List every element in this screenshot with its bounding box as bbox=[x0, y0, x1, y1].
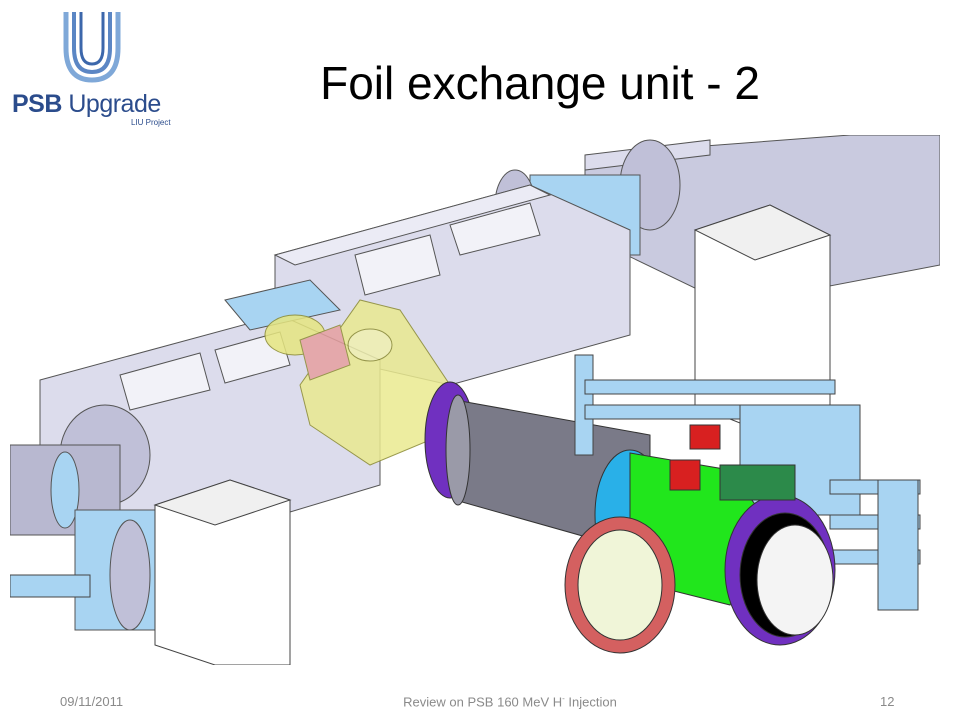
slide-title: Foil exchange unit - 2 bbox=[320, 57, 760, 109]
logo-text: PSB Upgrade bbox=[12, 90, 161, 119]
footer-review-tail: Injection bbox=[564, 694, 617, 710]
front-left-support bbox=[153, 479, 292, 665]
logo-u-mark-icon bbox=[63, 12, 121, 83]
psb-upgrade-logo: PSB Upgrade LIU Project bbox=[8, 8, 173, 130]
front-beam-pipe bbox=[10, 574, 91, 598]
yellow-foil-unit bbox=[264, 299, 451, 466]
red-ring bbox=[564, 516, 676, 654]
logo-text-psb: PSB bbox=[12, 90, 62, 118]
footer-center-text: Review on PSB 160 MeV H- Injection bbox=[360, 694, 660, 709]
logo-subtext: LIU Project bbox=[131, 118, 171, 127]
right-tall-support bbox=[693, 204, 832, 436]
footer-review-text: Review on PSB 160 MeV H bbox=[403, 694, 563, 710]
vacuum-tank bbox=[594, 424, 836, 646]
footer-superscript: - bbox=[562, 694, 565, 703]
left-magnet bbox=[10, 314, 381, 631]
beam-pipe-segment bbox=[224, 279, 341, 331]
logo-text-upgrade: Upgrade bbox=[68, 90, 161, 118]
footer-date: 09/11/2011 bbox=[60, 694, 124, 709]
page-number: 12 bbox=[880, 694, 895, 709]
cad-render-image bbox=[10, 135, 940, 665]
